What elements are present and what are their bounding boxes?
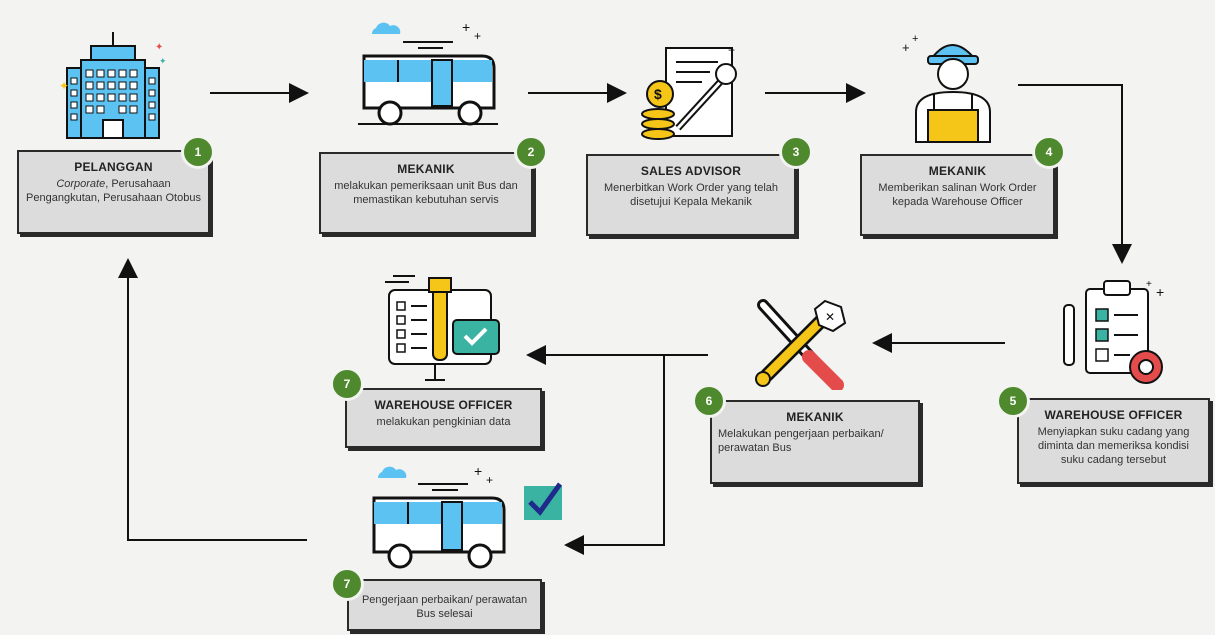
svg-text:✕: ✕ bbox=[825, 310, 835, 324]
svg-text:+: + bbox=[1156, 284, 1164, 300]
svg-text:+: + bbox=[474, 29, 481, 43]
svg-text:✦: ✦ bbox=[59, 79, 69, 93]
step-1-desc: Corporate, Perusahaan Pengangkutan, Peru… bbox=[26, 178, 201, 204]
arrow-7b-1 bbox=[118, 258, 307, 541]
svg-text:+: + bbox=[474, 463, 482, 479]
svg-text:$: $ bbox=[654, 86, 662, 102]
step-4-desc: Memberikan salinan Work Order kepada War… bbox=[878, 182, 1037, 208]
step-6-badge: 6 bbox=[692, 384, 726, 418]
office-building-icon: ✦ ✦ ✦ bbox=[59, 32, 167, 139]
step-1-badge: 1 bbox=[181, 135, 215, 169]
step-2-badge: 2 bbox=[514, 135, 548, 169]
step-5-box: WAREHOUSE OFFICER Menyiapkan suku cadang… bbox=[1017, 398, 1210, 484]
step-7b-desc: Pengerjaan perbaikan/ perawatan Bus sele… bbox=[361, 594, 528, 620]
step-7a-desc: melakukan pengkinian data bbox=[376, 416, 511, 428]
step-4-badge: 4 bbox=[1032, 135, 1066, 169]
arrow-4-5 bbox=[1018, 84, 1132, 264]
step-5-title: WAREHOUSE OFFICER bbox=[1044, 408, 1183, 422]
step-5-badge: 5 bbox=[996, 384, 1030, 418]
svg-text:+: + bbox=[902, 40, 910, 55]
step-7a-badge: 7 bbox=[330, 367, 364, 401]
step-7b-box: Pengerjaan perbaikan/ perawatan Bus sele… bbox=[347, 579, 542, 631]
svg-text:+: + bbox=[486, 473, 493, 487]
checklist-wrench-icon bbox=[385, 275, 500, 381]
svg-text:+: + bbox=[462, 19, 470, 35]
step-3-title: SALES ADVISOR bbox=[640, 164, 742, 178]
arrow-6-7b bbox=[564, 355, 665, 555]
step-2-box: MEKANIK melakukan pemeriksaan unit Bus d… bbox=[319, 152, 533, 234]
step-1-box: PELANGGAN Corporate, Perusahaan Pengangk… bbox=[17, 150, 210, 234]
clipboard-checklist-gear-icon: + + bbox=[1063, 279, 1164, 384]
step-3-badge: 3 bbox=[779, 135, 813, 169]
step-2-title: MEKANIK bbox=[397, 162, 455, 176]
step-6-desc: Melakukan pengerjaan perbaikan/ perawata… bbox=[718, 428, 884, 454]
svg-text:✦: ✦ bbox=[159, 56, 167, 66]
step-5-desc: Menyiapkan suku cadang yang diminta dan … bbox=[1037, 426, 1190, 466]
step-6-box: MEKANIK Melakukan pengerjaan perbaikan/ … bbox=[710, 400, 920, 484]
invoice-wrench-icon: $ + bbox=[641, 43, 737, 140]
bus-icon: + + bbox=[358, 19, 498, 126]
svg-text:+: + bbox=[1146, 279, 1152, 290]
step-7a-title: WAREHOUSE OFFICER bbox=[374, 398, 513, 412]
step-6-title: MEKANIK bbox=[786, 410, 844, 424]
svg-text:+: + bbox=[912, 33, 918, 45]
svg-text:✦: ✦ bbox=[155, 42, 163, 53]
step-7a-box: WAREHOUSE OFFICER melakukan pengkinian d… bbox=[345, 388, 542, 448]
step-3-box: SALES ADVISOR Menerbitkan Work Order yan… bbox=[586, 154, 796, 236]
wrench-screwdriver-icon: ✕ bbox=[755, 299, 847, 390]
bus-check-icon: + + bbox=[372, 463, 563, 569]
step-3-desc: Menerbitkan Work Order yang telah disetu… bbox=[603, 182, 779, 208]
step-2-desc: melakukan pemeriksaan unit Bus dan memas… bbox=[334, 180, 518, 206]
step-4-box: MEKANIK Memberikan salinan Work Order ke… bbox=[860, 154, 1055, 236]
svg-text:+: + bbox=[728, 43, 735, 57]
mechanic-worker-icon: + + bbox=[902, 33, 991, 143]
step-1-title: PELANGGAN bbox=[74, 160, 153, 174]
step-4-title: MEKANIK bbox=[928, 164, 987, 178]
step-7b-badge: 7 bbox=[330, 567, 364, 601]
